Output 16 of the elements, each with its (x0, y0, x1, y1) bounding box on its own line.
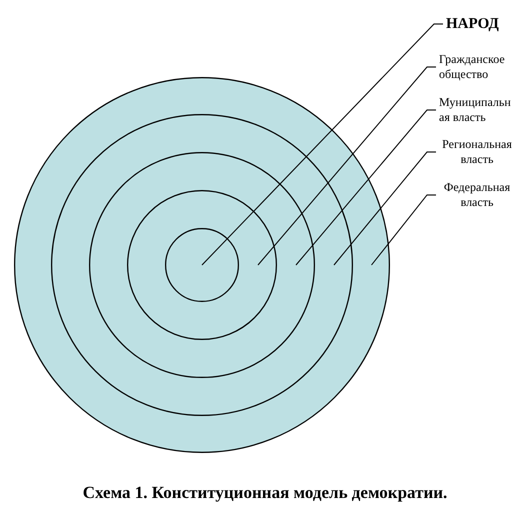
ring-label: НАРОД (446, 15, 499, 33)
ring-label: Муниципальная власть (439, 95, 511, 125)
caption: Схема 1. Конституционная модель демократии. (82, 483, 448, 502)
concentric-circle (14, 77, 390, 453)
leader-line (334, 152, 436, 266)
ring-label: Региональная власть (439, 137, 515, 167)
concentric-circle (165, 228, 239, 302)
leader-line (258, 66, 436, 266)
leader-line (371, 194, 436, 266)
ring-label: Гражданское общество (439, 52, 513, 82)
concentric-circle (89, 152, 315, 378)
leader-line (296, 110, 436, 266)
concentric-circle (51, 114, 353, 416)
leader-line (202, 24, 444, 266)
concentric-circle (127, 190, 277, 340)
ring-label: Федеральная власть (439, 180, 515, 210)
